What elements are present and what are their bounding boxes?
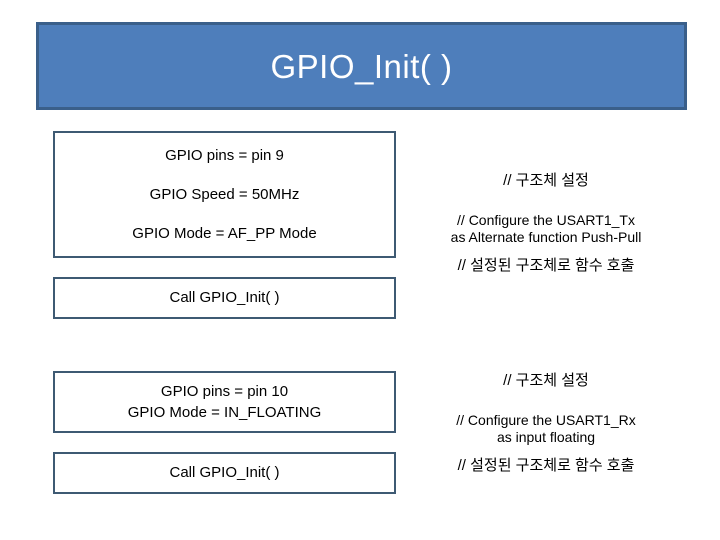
- comment-rx-configure-line1: // Configure the USART1_Rx: [456, 411, 636, 428]
- comment-group-tx: // 구조체 설정 // Configure the USART1_Tx as …: [406, 172, 686, 276]
- page-title: GPIO_Init( ): [270, 47, 453, 85]
- comment-rx-struct-setup: // 구조체 설정: [503, 372, 589, 389]
- comment-tx-call-function: // 설정된 구조체로 함수 호출: [457, 256, 635, 274]
- comment-spacer: [406, 391, 686, 412]
- comment-spacer: [406, 191, 686, 212]
- gpio-tx-pins-line: GPIO pins = pin 9: [165, 146, 284, 164]
- comment-spacer: [406, 447, 686, 457]
- call-gpio-init-rx-label: Call GPIO_Init( ): [169, 464, 280, 482]
- flow-box-gpio-rx-config[interactable]: GPIO pins = pin 10 GPIO Mode = IN_FLOATI…: [53, 371, 396, 433]
- gpio-tx-speed-line: GPIO Speed = 50MHz: [149, 185, 300, 203]
- comment-tx-configure-line1: // Configure the USART1_Tx: [457, 211, 635, 228]
- comment-rx-call-function: // 설정된 구조체로 함수 호출: [457, 456, 635, 474]
- flow-box-call-gpio-init-tx[interactable]: Call GPIO_Init( ): [53, 277, 396, 319]
- gpio-rx-pins-line: GPIO pins = pin 10: [160, 382, 289, 400]
- comment-group-rx: // 구조체 설정 // Configure the USART1_Rx as …: [406, 372, 686, 476]
- slide-title-banner: GPIO_Init( ): [36, 22, 687, 110]
- flow-box-call-gpio-init-rx[interactable]: Call GPIO_Init( ): [53, 452, 396, 494]
- comment-tx-configure-line2: as Alternate function Push-Pull: [450, 229, 642, 246]
- call-gpio-init-tx-label: Call GPIO_Init( ): [169, 289, 280, 307]
- gpio-rx-mode-line: GPIO Mode = IN_FLOATING: [127, 404, 322, 421]
- gpio-tx-mode-line: GPIO Mode = AF_PP Mode: [132, 225, 317, 243]
- comment-tx-struct-setup: // 구조체 설정: [503, 172, 589, 189]
- comment-rx-configure-line2: as input floating: [496, 429, 596, 446]
- flow-box-gpio-tx-config[interactable]: GPIO pins = pin 9 GPIO Speed = 50MHz GPI…: [53, 131, 396, 258]
- comment-spacer: [406, 247, 686, 257]
